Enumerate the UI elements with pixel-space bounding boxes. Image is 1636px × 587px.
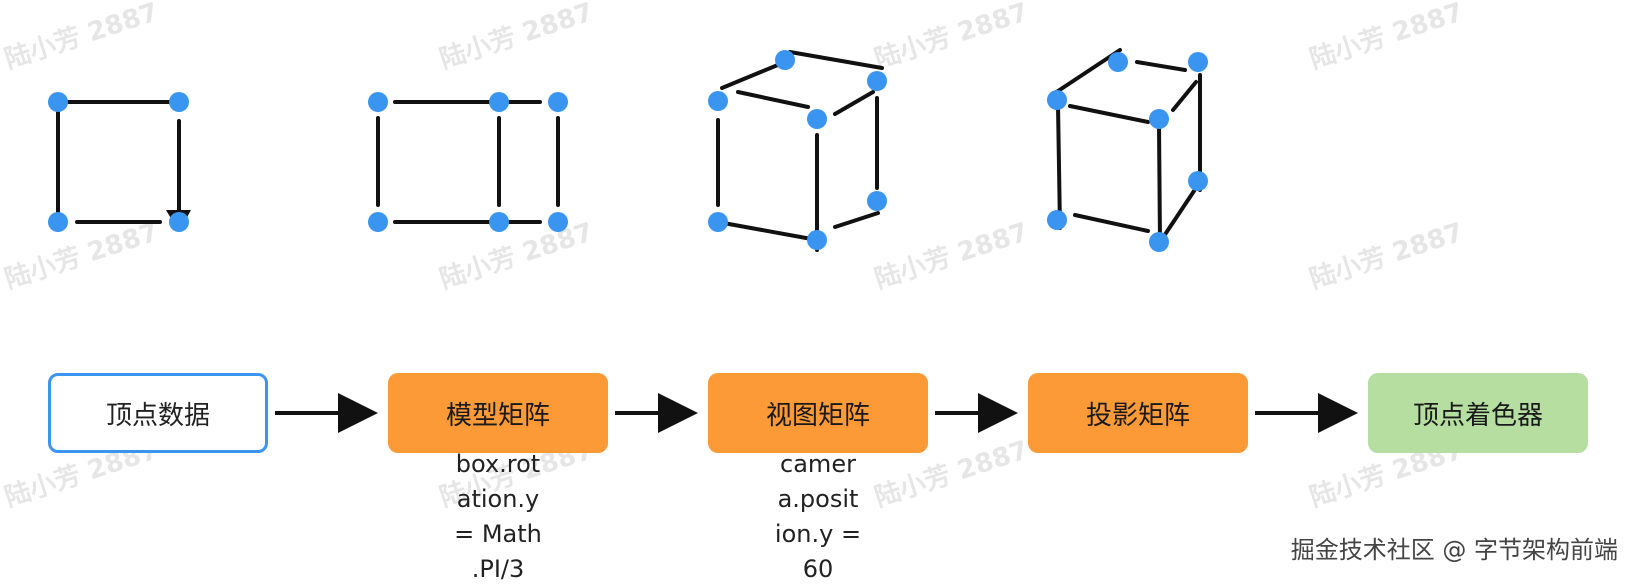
double-square-figure: [376, 100, 560, 224]
model-matrix-box: 模型矩阵: [388, 373, 608, 453]
vertex-dot: [368, 92, 388, 112]
edge: [1053, 48, 1122, 95]
edge: [1068, 104, 1150, 124]
square-vertices: [48, 92, 189, 232]
projection-matrix-box: 投影矩阵: [1028, 373, 1248, 453]
vertex-data-label: 顶点数据: [105, 400, 210, 431]
vertex-dot: [1047, 90, 1067, 110]
edge: [1056, 103, 1062, 230]
vertex-dot: [1188, 171, 1208, 191]
vertex-dot: [1149, 232, 1169, 252]
vertex-dot: [548, 92, 568, 112]
edge: [720, 60, 787, 90]
footer-credit: 掘金技术社区 @ 字节架构前端: [1290, 536, 1618, 564]
view-matrix-box: 视图矩阵: [708, 373, 928, 453]
edge: [1073, 213, 1150, 233]
cube-view-figure: [1053, 48, 1202, 244]
vertex-dot: [708, 212, 728, 232]
vertex-data-box: 顶点数据: [48, 373, 268, 453]
edge: [833, 211, 880, 229]
edge: [1171, 80, 1198, 112]
vertex-dot: [48, 212, 68, 232]
cube-model-figure: [716, 50, 884, 252]
edge: [1135, 60, 1187, 72]
square-figure: [56, 100, 191, 232]
model-matrix-label: 模型矩阵: [445, 400, 550, 431]
edge: [833, 90, 875, 116]
edge: [716, 220, 819, 242]
vertex-dot: [708, 91, 728, 111]
view-matrix-note: camer a.posit ion.y = 60: [774, 450, 862, 583]
vertex-dot: [169, 92, 189, 112]
vertex-dot: [1149, 109, 1169, 129]
vertex-dot: [807, 230, 827, 250]
projection-matrix-label: 投影矩阵: [1085, 400, 1190, 431]
vertex-dot: [1108, 52, 1128, 72]
double-square-vertices: [368, 92, 568, 232]
cube-model-vertices: [708, 50, 887, 250]
vertex-dot: [548, 212, 568, 232]
vertex-dot: [368, 212, 388, 232]
vertex-shader-label: 顶点着色器: [1412, 400, 1543, 431]
vertex-dot: [1047, 210, 1067, 230]
vertex-dot: [169, 212, 189, 232]
vertex-dot: [489, 212, 509, 232]
vertex-dot: [867, 71, 887, 91]
vertex-dot: [807, 109, 827, 129]
cube-view-vertices: [1047, 52, 1208, 252]
vertex-shader-box: 顶点着色器: [1368, 373, 1588, 453]
vertex-dot: [489, 92, 509, 112]
vertex-dot: [1188, 52, 1208, 72]
edge: [1157, 124, 1162, 244]
vertex-dot: [48, 92, 68, 112]
edge: [788, 50, 884, 70]
model-matrix-note: box.rot ation.y = Math .PI/3: [454, 450, 542, 583]
vertex-dot: [775, 50, 795, 70]
view-matrix-label: 视图矩阵: [765, 400, 870, 431]
edge: [736, 90, 810, 109]
vertex-dot: [867, 191, 887, 211]
edge: [1158, 183, 1200, 244]
